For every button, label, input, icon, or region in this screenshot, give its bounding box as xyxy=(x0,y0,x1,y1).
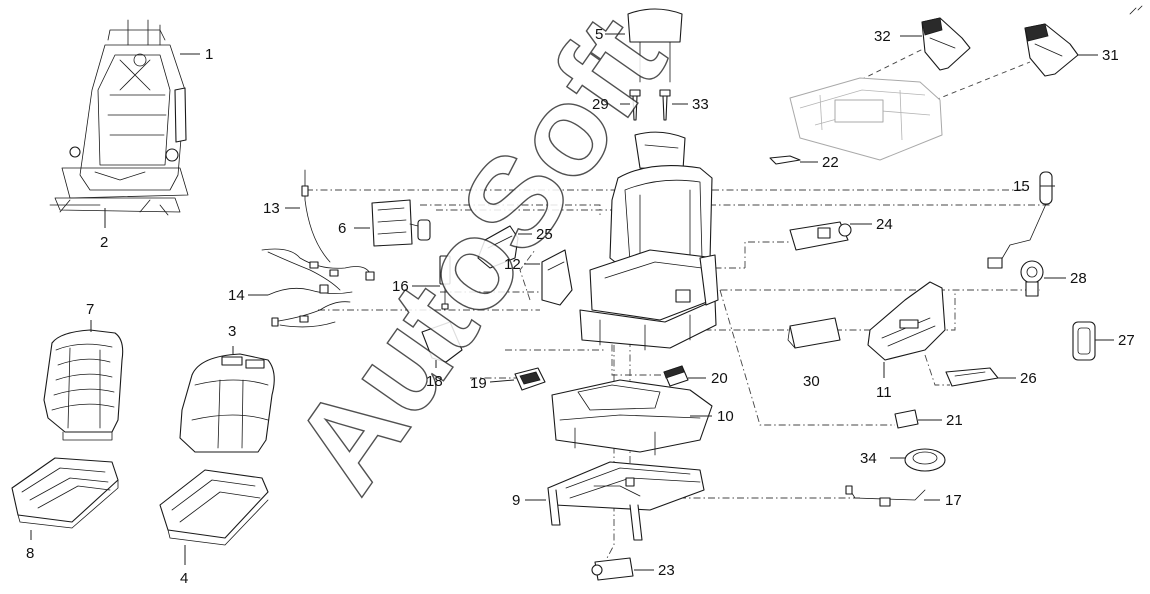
part-control-unit xyxy=(787,317,841,349)
part-cushion-cover-left xyxy=(11,457,119,529)
callout-23: 23 xyxy=(658,562,675,579)
part-side-shield-inner xyxy=(541,249,573,306)
callout-32: 32 xyxy=(874,28,891,45)
part-outer-side-shield xyxy=(867,281,946,361)
part-sensor-cable xyxy=(987,171,1053,269)
part-switch-bezel xyxy=(1072,321,1096,361)
callout-numbers: 1 2 3 4 5 6 7 8 9 10 11 12 13 14 15 16 1… xyxy=(26,26,1135,587)
callout-13: 13 xyxy=(263,200,280,217)
part-seat-motor xyxy=(789,221,852,251)
callout-29: 29 xyxy=(592,96,609,113)
part-wire-lead xyxy=(845,485,926,507)
part-bracket-32 xyxy=(921,17,971,71)
callout-27: 27 xyxy=(1118,332,1135,349)
part-seat-belt-buckle xyxy=(439,255,451,310)
part-bracket-19 xyxy=(514,367,546,391)
part-main-seat-assembly xyxy=(579,131,719,351)
part-end-cap xyxy=(894,409,919,429)
part-recliner-handle xyxy=(945,367,999,387)
callout-20: 20 xyxy=(711,370,728,387)
part-cushion-pan xyxy=(551,379,713,456)
callout-34: 34 xyxy=(860,450,877,467)
part-lumbar-module xyxy=(371,199,431,247)
callout-12: 12 xyxy=(504,256,521,273)
part-cushion-trim-right xyxy=(159,469,269,546)
part-seat-frame xyxy=(49,19,189,216)
callout-7: 7 xyxy=(86,301,94,318)
callout-5: 5 xyxy=(595,26,603,43)
callout-24: 24 xyxy=(876,216,893,233)
part-trim-panel-18 xyxy=(421,321,463,363)
ghost-seat-cushion-outline xyxy=(789,77,943,161)
part-bracket-31 xyxy=(1024,23,1079,77)
corner-mark xyxy=(1129,5,1143,15)
callout-16: 16 xyxy=(392,278,409,295)
connection-lines xyxy=(306,47,1050,561)
callout-17: 17 xyxy=(945,492,962,509)
part-headrest xyxy=(627,8,683,83)
leader-lines xyxy=(30,33,1114,571)
part-track-motor xyxy=(591,557,634,581)
callout-30: 30 xyxy=(803,373,820,390)
part-wire-harnesses xyxy=(261,169,375,328)
callout-26: 26 xyxy=(1020,370,1037,387)
callout-33: 33 xyxy=(692,96,709,113)
callout-10: 10 xyxy=(717,408,734,425)
part-backrest-trim-right xyxy=(179,353,275,453)
part-backrest-cover-left xyxy=(43,329,124,441)
callout-21: 21 xyxy=(946,412,963,429)
callout-18: 18 xyxy=(426,373,443,390)
callout-3: 3 xyxy=(228,323,236,340)
callout-8: 8 xyxy=(26,545,34,562)
callout-1: 1 xyxy=(205,46,213,63)
callout-11: 11 xyxy=(876,384,892,401)
callout-4: 4 xyxy=(180,570,188,587)
part-control-switch xyxy=(477,225,519,269)
callout-31: 31 xyxy=(1102,47,1119,64)
part-cover-disc xyxy=(904,448,946,472)
part-headrest-guides xyxy=(629,89,671,121)
callout-6: 6 xyxy=(338,220,346,237)
callout-19: 19 xyxy=(470,375,487,392)
part-seat-track xyxy=(547,461,705,541)
callout-28: 28 xyxy=(1070,270,1087,287)
part-clip-20 xyxy=(663,365,689,387)
part-trim-clip xyxy=(769,155,801,165)
callout-22: 22 xyxy=(822,154,839,171)
callout-9: 9 xyxy=(512,492,520,509)
callout-15: 15 xyxy=(1013,178,1030,195)
part-pump-actuator xyxy=(1020,260,1044,297)
callout-2: 2 xyxy=(100,234,108,251)
callout-25: 25 xyxy=(536,226,553,243)
callout-14: 14 xyxy=(228,287,245,304)
